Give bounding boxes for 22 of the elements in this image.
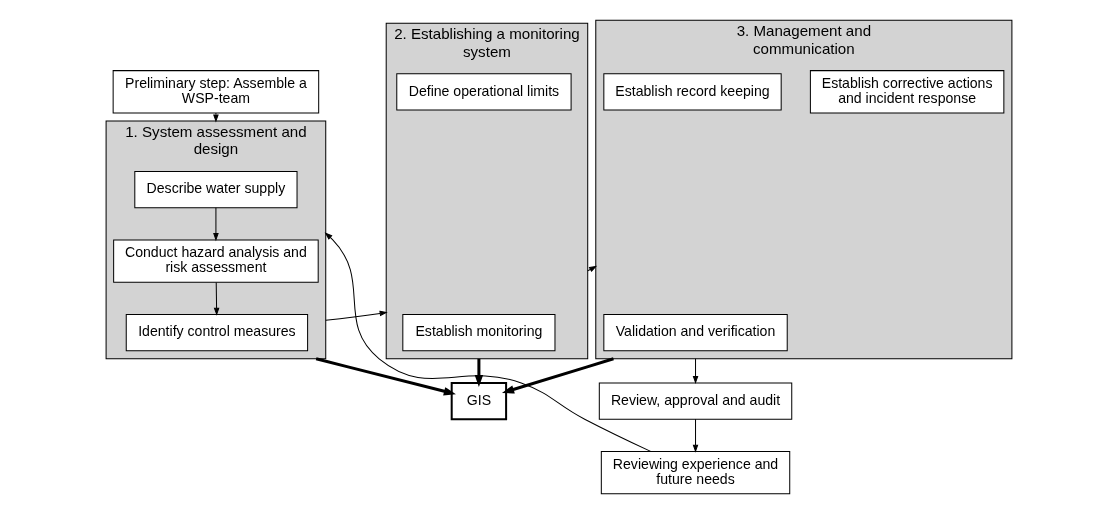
node-box: Validation and verification bbox=[603, 313, 788, 352]
node-box: Review, approval and audit bbox=[598, 382, 793, 420]
arrow bbox=[587, 265, 598, 273]
node-box: Conduct hazard analysis and risk assessment bbox=[113, 239, 319, 283]
node-box: Describe water supply bbox=[134, 170, 298, 209]
node-box: GIS bbox=[450, 381, 508, 421]
node-box: Identify control measures bbox=[125, 313, 309, 352]
arrow bbox=[325, 310, 388, 321]
arrow bbox=[692, 418, 699, 453]
arrow bbox=[692, 358, 699, 385]
node-box: Reviewing experience and future needs bbox=[600, 451, 791, 495]
node-box: Establish record keeping bbox=[603, 73, 782, 111]
arrow bbox=[213, 112, 219, 123]
arrow bbox=[315, 357, 456, 396]
arrow bbox=[213, 207, 219, 242]
node-box: Define operational limits bbox=[396, 73, 572, 111]
node-box: Establish corrective actions and incident response bbox=[809, 70, 1005, 114]
arrow bbox=[501, 357, 614, 394]
arrow bbox=[324, 232, 652, 452]
node-box: Establish monitoring bbox=[402, 313, 556, 352]
arrow bbox=[213, 282, 220, 316]
arrow bbox=[474, 358, 484, 388]
